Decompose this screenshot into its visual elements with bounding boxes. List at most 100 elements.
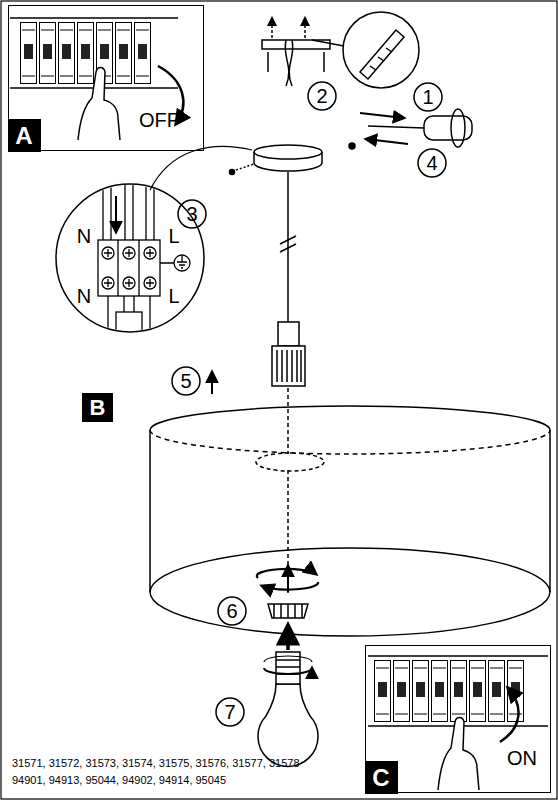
breaker-panel-off <box>10 17 178 19</box>
model-numbers: 94901, 94913, 95044, 94902, 94914, 95045 <box>12 775 226 786</box>
shade-ring <box>262 582 318 590</box>
wall-plug-detail <box>370 48 392 70</box>
terminal-block <box>138 240 139 296</box>
terminal-block <box>116 312 142 338</box>
callout-number: 1 <box>422 87 433 107</box>
terminal-block <box>132 180 133 240</box>
step-panel: OFF A <box>8 5 204 151</box>
shade-ring <box>274 604 302 618</box>
breaker-panel-off <box>21 23 37 84</box>
ceiling-canopy <box>236 164 254 170</box>
mounting-bracket <box>304 18 306 38</box>
light-bulb <box>258 626 318 766</box>
detail-circle <box>56 184 204 332</box>
terminal-block <box>110 180 111 240</box>
model-numbers: 31571, 31572, 31573, 31574, 31575, 31576… <box>12 758 300 769</box>
callout-number: 4 <box>426 153 437 173</box>
badge-letter: B <box>90 397 106 419</box>
terminal-block <box>115 196 117 232</box>
screwdriver <box>366 139 408 144</box>
lamp-shade <box>149 430 151 592</box>
breaker-panel-on <box>489 661 505 722</box>
mounting-bracket <box>312 40 344 46</box>
terminal-block <box>124 180 125 240</box>
hand <box>438 718 479 791</box>
lift-arrow <box>211 372 213 394</box>
breaker-panel-on <box>368 656 548 726</box>
callout-number: 7 <box>224 702 235 722</box>
node-text: L <box>168 226 179 246</box>
callout-number: 3 <box>186 204 197 224</box>
callout-circles <box>414 83 442 111</box>
callout-number: 6 <box>226 601 237 621</box>
light-bulb <box>258 684 318 766</box>
lamp-shade <box>150 548 550 636</box>
terminal-block <box>104 249 154 287</box>
terminal-block <box>145 180 146 240</box>
screwdriver <box>349 143 355 149</box>
callout-circles <box>172 367 200 395</box>
breaker-panel-on <box>470 661 486 722</box>
breaker-panel-on <box>394 661 410 722</box>
pendant-cord <box>277 350 301 382</box>
step-badge: A <box>8 119 41 152</box>
lamp-shade <box>150 430 550 454</box>
shade-ring <box>257 566 318 618</box>
breaker-panel-off <box>116 23 132 84</box>
pendant-cord <box>280 236 296 244</box>
switch-on-arrow <box>500 688 518 742</box>
mounting-bracket <box>267 52 269 72</box>
lamp-shade <box>287 470 289 596</box>
breaker-panel-off <box>59 23 75 84</box>
node-text: N <box>77 226 91 246</box>
terminal-block <box>107 296 108 340</box>
screwdriver <box>349 109 472 149</box>
terminal-block <box>160 262 174 263</box>
breaker-panel-on <box>368 655 548 657</box>
wall-plug-detail <box>343 12 419 88</box>
node-text: OFF <box>139 110 179 130</box>
node-text: N <box>77 286 91 306</box>
callout-circles <box>172 82 446 726</box>
breaker-panel-off <box>40 23 56 84</box>
terminal-block <box>153 180 154 240</box>
breaker-panel-off <box>78 23 94 84</box>
light-bulb <box>264 668 312 674</box>
breaker-panel-on <box>413 661 429 722</box>
pendant-cord <box>278 322 299 346</box>
step-badge: C <box>365 761 398 794</box>
detail-circle <box>55 183 205 333</box>
wall-plug-detail <box>343 12 419 88</box>
mounting-bracket <box>271 18 273 38</box>
screwdriver <box>360 113 404 118</box>
mounting-bracket <box>285 40 293 86</box>
terminal-block <box>174 255 190 271</box>
terminal-block <box>177 256 187 268</box>
breaker-panel-on <box>432 661 448 722</box>
callout-circles <box>418 149 446 177</box>
badge-letter: C <box>372 766 389 790</box>
node-text: L <box>168 286 179 306</box>
shade-ring <box>268 604 308 618</box>
breaker-panel-on <box>451 661 467 722</box>
lamp-shade <box>549 430 551 592</box>
node-text: ON <box>507 748 537 768</box>
wall-plug-detail <box>360 30 404 79</box>
mounting-bracket <box>323 52 325 72</box>
terminal-detail: N L N L <box>55 183 205 333</box>
hand <box>78 68 120 141</box>
badge-letter: A <box>15 124 32 148</box>
terminal-block <box>123 296 124 312</box>
lamp-shade <box>256 453 324 471</box>
pendant-cord <box>280 244 296 252</box>
lamp-shade <box>150 406 550 430</box>
breaker-panel-off <box>135 23 151 84</box>
lamp-shade <box>150 388 550 636</box>
terminal-block <box>98 240 160 296</box>
screwdriver <box>368 126 424 128</box>
breaker-panel-off <box>10 18 178 88</box>
shade-ring <box>257 569 316 578</box>
screwdriver <box>451 109 465 147</box>
